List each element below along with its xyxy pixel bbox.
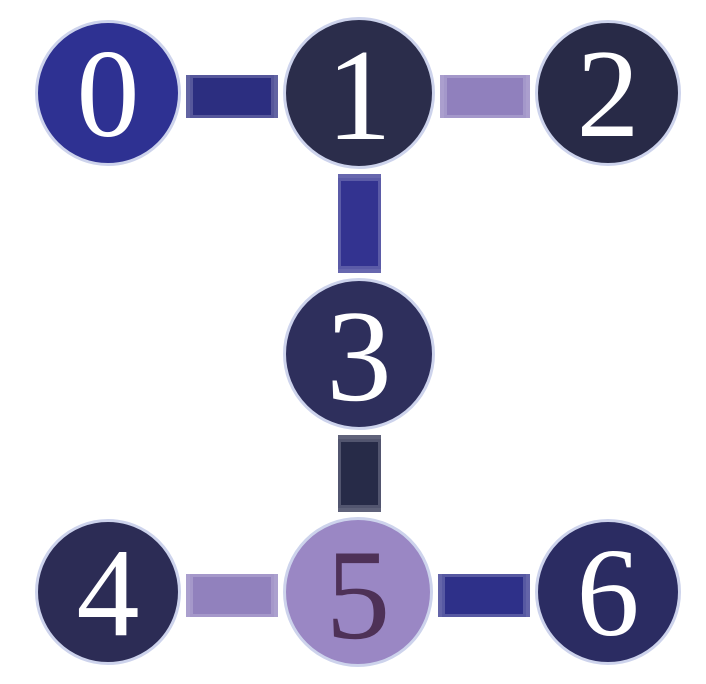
graph-node-6: 6: [535, 519, 681, 665]
graph-edge-1-3: [337, 174, 381, 273]
graph-node-3: 3: [283, 278, 435, 430]
graph-edge-0-1: [186, 74, 278, 118]
graph-edge-4-5: [186, 573, 278, 617]
graph-edge-5-6: [438, 573, 530, 617]
graph-node-label-3: 3: [326, 283, 392, 429]
graph-node-label-1: 1: [326, 22, 392, 168]
graph-node-2: 2: [535, 20, 681, 166]
graph-node-4: 4: [35, 519, 181, 665]
graph-node-label-5: 5: [325, 522, 391, 666]
graph-node-1: 1: [283, 17, 435, 169]
graph-edge-3-5: [337, 435, 381, 512]
graph-node-5: 5: [283, 517, 433, 667]
graph-node-label-4: 4: [76, 524, 140, 663]
graph-node-0: 0: [35, 20, 181, 166]
graph-node-label-6: 6: [576, 524, 640, 663]
graph-edge-1-2: [440, 74, 530, 118]
graph-node-label-2: 2: [576, 25, 640, 164]
graph-node-label-0: 0: [76, 25, 140, 164]
